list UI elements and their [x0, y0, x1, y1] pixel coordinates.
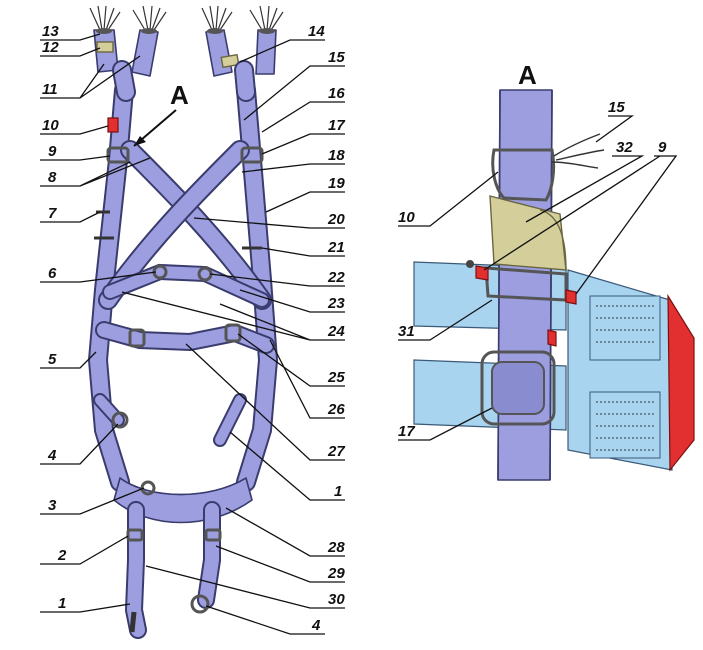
detail-view-letter: A — [518, 60, 537, 90]
label-12: 12 — [42, 39, 59, 56]
label-22: 22 — [327, 269, 345, 286]
label-23: 23 — [327, 295, 345, 312]
view-a-letter: A — [170, 80, 189, 110]
label-24: 24 — [327, 323, 345, 340]
label-3: 3 — [48, 497, 57, 514]
main-harness-view: A — [40, 5, 345, 639]
label-1: 1 — [58, 595, 66, 612]
label-8: 8 — [48, 169, 57, 186]
label-20: 20 — [327, 211, 345, 228]
label-9: 9 — [48, 143, 57, 160]
main-leader-lines — [40, 33, 345, 635]
label-4-right: 4 — [311, 617, 321, 634]
detail-view-a: A — [398, 60, 695, 481]
label-21: 21 — [327, 239, 345, 256]
label-4: 4 — [47, 447, 57, 464]
lower-buckle — [480, 350, 556, 426]
view-a-marker: A — [133, 80, 189, 147]
detail-labels: 15 32 9 10 31 17 — [398, 99, 667, 440]
label-15: 15 — [328, 49, 345, 66]
label-29: 29 — [327, 565, 345, 582]
label-14: 14 — [308, 23, 325, 40]
label-25: 25 — [327, 369, 345, 386]
label-7: 7 — [48, 205, 57, 222]
label-13: 13 — [42, 23, 59, 40]
label-30: 30 — [328, 591, 345, 608]
label-1-right: 1 — [334, 483, 342, 500]
detail-leader-lines — [398, 115, 678, 441]
label-11: 11 — [42, 81, 58, 98]
label-19: 19 — [328, 175, 345, 192]
riser-tassels — [89, 5, 284, 77]
label-18: 18 — [328, 147, 345, 164]
detail-label-32: 32 — [616, 139, 633, 156]
label-26: 26 — [327, 401, 345, 418]
label-27: 27 — [327, 443, 345, 460]
detail-label-15: 15 — [608, 99, 625, 116]
label-6: 6 — [48, 265, 57, 282]
main-labels: 13 12 11 10 9 8 7 6 5 4 3 2 1 14 15 16 1… — [42, 23, 345, 634]
label-16: 16 — [328, 85, 345, 102]
label-28: 28 — [327, 539, 345, 556]
detail-label-9: 9 — [658, 139, 667, 156]
detail-cord — [551, 133, 605, 169]
detail-label-10: 10 — [398, 209, 415, 226]
detail-label-31: 31 — [398, 323, 415, 340]
label-17: 17 — [328, 117, 345, 134]
stitched-patches — [589, 295, 661, 459]
detail-label-17: 17 — [398, 423, 415, 440]
label-10: 10 — [42, 117, 59, 134]
label-5: 5 — [48, 351, 57, 368]
label-2: 2 — [57, 547, 67, 564]
